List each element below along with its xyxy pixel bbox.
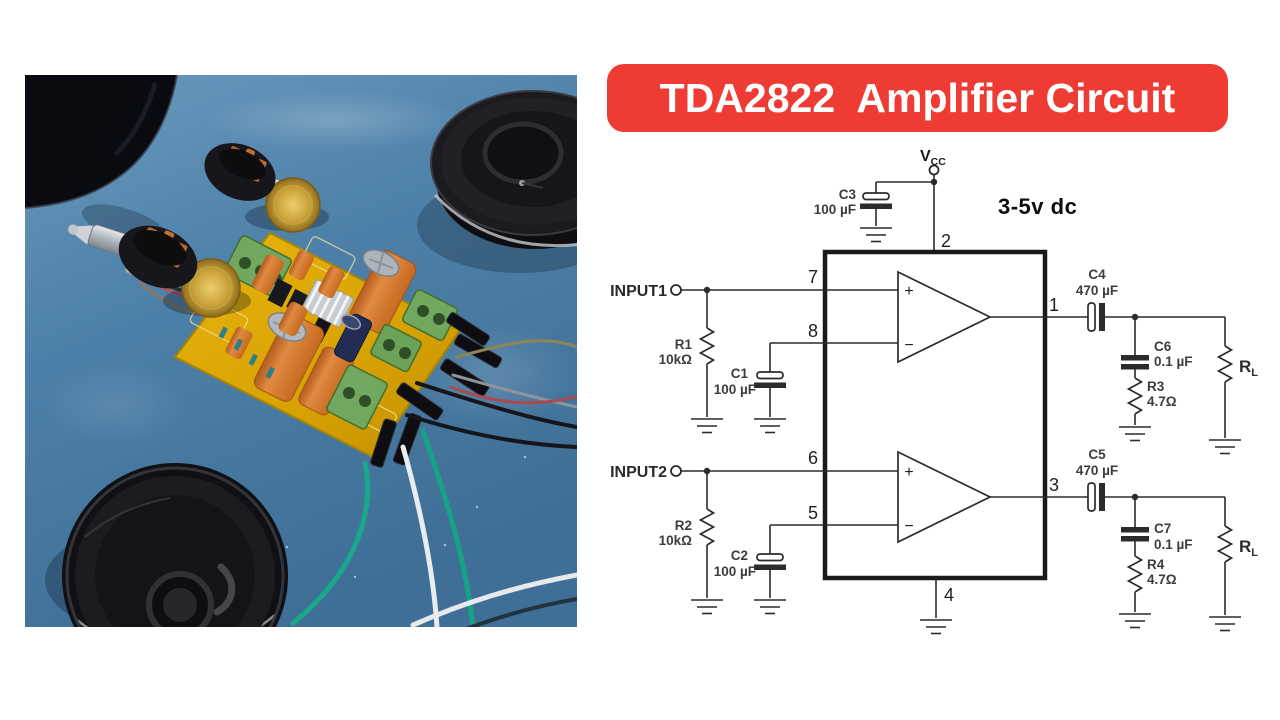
channel2-output: 3 C5 470 µF C7 0.1 µF R4 4.7Ω RL <box>990 447 1258 632</box>
capacitor-c1 <box>753 371 787 389</box>
terminal-block <box>370 323 422 373</box>
label-rl2: RL <box>1239 537 1258 559</box>
ground-symbol <box>753 418 787 434</box>
channel2-input: INPUT2 R2 10kΩ 6 5 C2 100 µF <box>610 448 898 615</box>
ic-ground: 4 <box>919 578 954 635</box>
pot-knob <box>204 143 276 201</box>
ground-symbol <box>1208 439 1242 455</box>
label-r2: R2 <box>675 518 692 533</box>
voltage-note: 3-5v dc <box>998 194 1077 219</box>
label-r4-value: 4.7Ω <box>1147 572 1177 587</box>
phone <box>25 75 178 209</box>
label-c2: C2 <box>731 548 748 563</box>
label-c3: C3 <box>839 187 857 202</box>
terminal-block <box>401 289 459 341</box>
capacitor-c2 <box>753 553 787 571</box>
potentiometer-2 <box>118 225 251 318</box>
resistor-r3 <box>1127 377 1143 415</box>
label-c5: C5 <box>1088 447 1106 462</box>
output-wires <box>290 339 577 627</box>
input1-label: INPUT1 <box>610 283 667 300</box>
circuit-schematic: VCC C3 100 µF 3-5v dc 2 INPUT1 R1 10kΩ 7… <box>610 148 1258 635</box>
resistor-r2 <box>699 508 715 546</box>
capacitor-c6 <box>1121 355 1149 370</box>
label-r4: R4 <box>1147 557 1165 572</box>
supply-rail: VCC C3 100 µF 3-5v dc 2 <box>814 148 1077 252</box>
resistor-rl2 <box>1217 525 1233 563</box>
capacitor-c3 <box>859 192 893 210</box>
pin-1: 1 <box>1049 295 1059 315</box>
ground-symbol <box>919 619 953 635</box>
capacitor-c7 <box>1121 527 1149 542</box>
label-r3: R3 <box>1147 379 1165 394</box>
speaker-top-right <box>417 90 577 273</box>
electrolytic-capacitors <box>225 249 417 416</box>
opamp-1: + − <box>897 270 992 364</box>
ground-symbol <box>1118 426 1152 442</box>
small-resistors <box>218 326 275 379</box>
ground-symbol <box>690 418 724 434</box>
desk-wear-patch <box>43 363 187 447</box>
speaker-dome <box>482 121 564 185</box>
pin-4: 4 <box>944 585 954 605</box>
label-c2-value: 100 µF <box>714 564 756 579</box>
desk-wear-patch <box>205 90 465 150</box>
pin-2: 2 <box>941 231 951 251</box>
potentiometer-1 <box>204 143 329 233</box>
ground-symbol <box>1118 613 1152 629</box>
desk-wear-patch <box>410 323 577 427</box>
pin-3: 3 <box>1049 475 1059 495</box>
label-c3-value: 100 µF <box>814 202 856 217</box>
label-c6-value: 0.1 µF <box>1154 354 1193 369</box>
channel1-output: 1 C4 470 µF C6 0.1 µF R3 4.7Ω RL <box>990 267 1258 455</box>
opamp-2: + − <box>897 450 992 544</box>
ground-symbol <box>1208 616 1242 632</box>
resistor-r1 <box>699 327 715 365</box>
channel1-input: INPUT1 R1 10kΩ 7 8 C1 100 µF <box>610 267 898 434</box>
label-rl1: RL <box>1239 357 1258 379</box>
opamp1-plus: + <box>904 283 913 300</box>
board-photo-art <box>25 75 577 627</box>
board-photo <box>25 75 577 627</box>
terminal-block <box>326 364 388 430</box>
label-c6: C6 <box>1154 339 1172 354</box>
pin-5: 5 <box>808 503 818 523</box>
label-c7: C7 <box>1154 521 1171 536</box>
speaker-reflection <box>213 563 236 616</box>
label-c1-value: 100 µF <box>714 382 756 397</box>
input2-label: INPUT2 <box>610 464 667 481</box>
ground-symbol <box>690 599 724 615</box>
label-r1-value: 10kΩ <box>659 352 693 367</box>
label-c4: C4 <box>1088 267 1106 282</box>
pot-knob <box>118 225 198 289</box>
pin-6: 6 <box>808 448 818 468</box>
label-c1: C1 <box>731 366 749 381</box>
opamp2-plus: + <box>904 464 913 481</box>
blue-capacitor <box>333 313 373 363</box>
input1-terminal <box>670 284 682 296</box>
pin-8: 8 <box>808 321 818 341</box>
opamp1-minus: − <box>904 337 913 354</box>
capacitor-c5 <box>1087 482 1106 512</box>
opamp2-minus: − <box>904 518 913 535</box>
resistor-rl1 <box>1217 345 1233 383</box>
label-c4-value: 470 µF <box>1076 283 1118 298</box>
label-r1: R1 <box>675 337 693 352</box>
ground-symbol <box>753 599 787 615</box>
resistor-r4 <box>1127 555 1143 593</box>
label-r3-value: 4.7Ω <box>1147 394 1177 409</box>
ground-symbol <box>859 227 893 243</box>
label-c5-value: 470 µF <box>1076 463 1118 478</box>
label-c7-value: 0.1 µF <box>1154 537 1193 552</box>
speaker-bottom-left <box>45 463 288 627</box>
page-title: TDA2822 Amplifier Circuit <box>659 74 1176 121</box>
label-r2-value: 10kΩ <box>659 533 693 548</box>
pin-7: 7 <box>808 267 818 287</box>
title-banner: TDA2822 Amplifier Circuit <box>607 64 1228 132</box>
input2-terminal <box>670 465 682 477</box>
vcc-terminal <box>928 164 940 176</box>
capacitor-c4 <box>1087 302 1106 332</box>
